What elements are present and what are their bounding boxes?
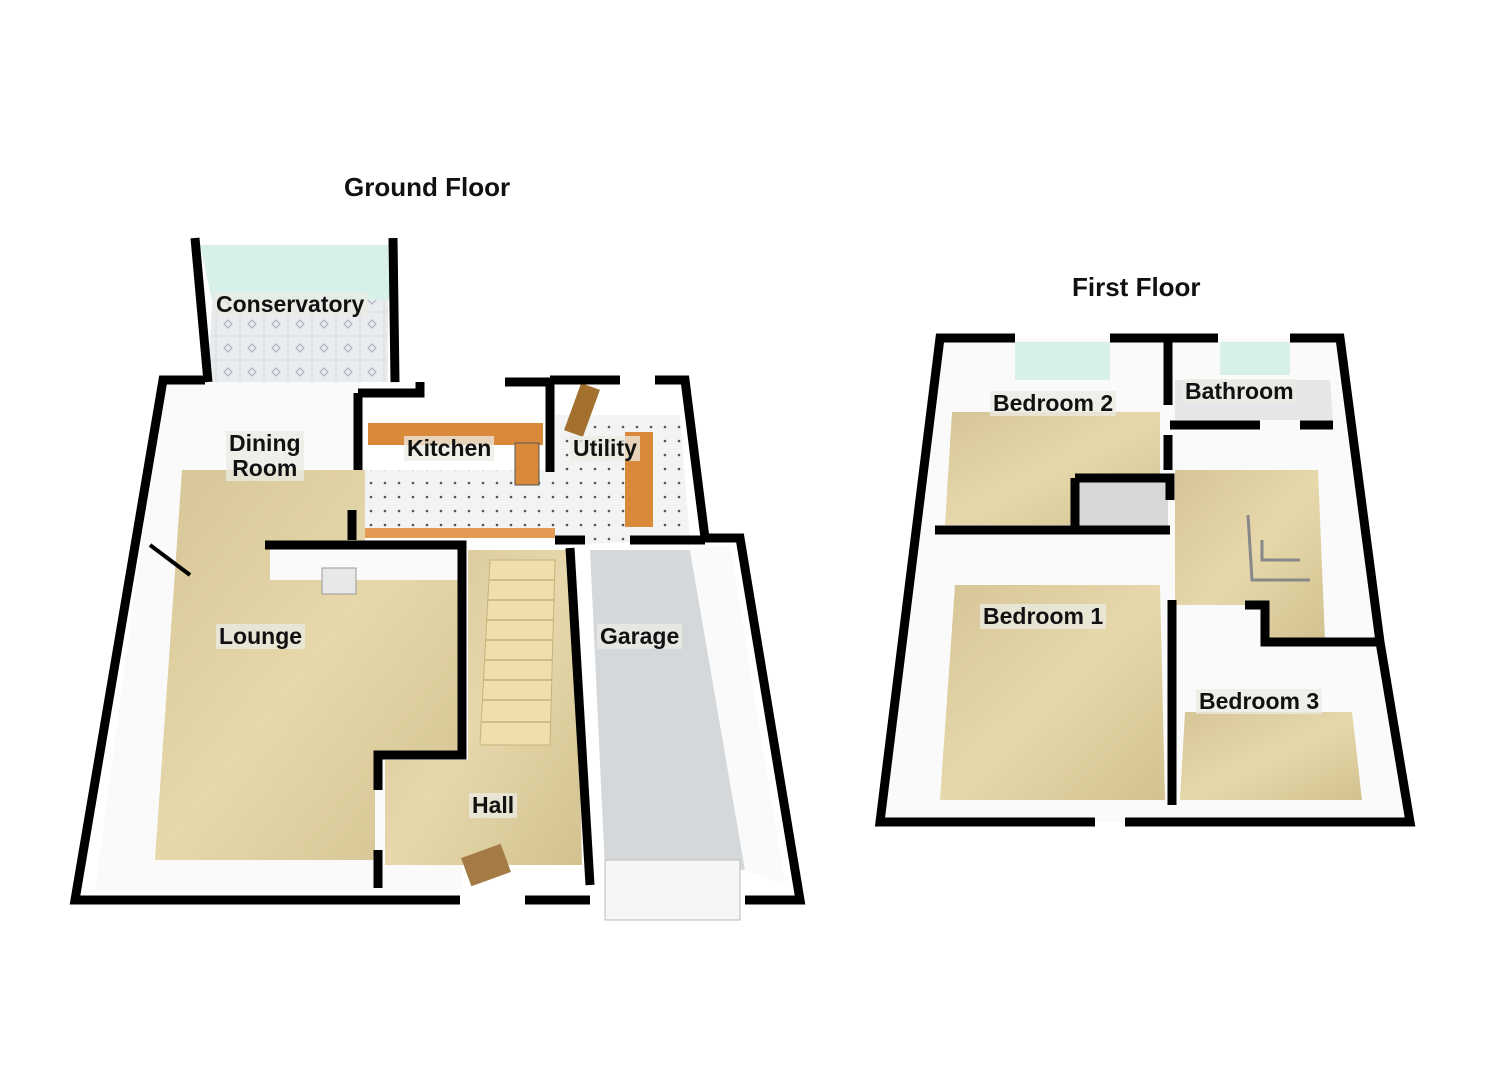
room-label-dining-room: Dining Room <box>226 431 304 481</box>
cupboard <box>1078 482 1168 528</box>
ground-floor-title: Ground Floor <box>344 172 511 202</box>
room-label-conservatory: Conservatory <box>213 292 368 317</box>
room-label-bedroom-3: Bedroom 3 <box>1196 689 1323 714</box>
garage-door <box>604 859 741 921</box>
room-label-bathroom: Bathroom <box>1182 379 1297 404</box>
bedroom-3-carpet <box>1180 712 1362 800</box>
lounge-carpet <box>155 470 460 860</box>
ground-floor-walls <box>69 237 806 905</box>
room-label-bedroom-1: Bedroom 1 <box>980 604 1107 629</box>
room-label-garage: Garage <box>597 624 683 649</box>
room-label-lounge: Lounge <box>216 624 306 649</box>
room-label-bedroom-2: Bedroom 2 <box>990 391 1117 416</box>
conservatory-glass <box>200 245 392 300</box>
garage-wall-face <box>690 545 785 885</box>
bedroom-2-glass <box>1015 342 1110 380</box>
kitchen-worktop-bottom <box>365 528 555 538</box>
staircase <box>479 559 556 746</box>
room-label-kitchen: Kitchen <box>404 436 495 461</box>
front-door <box>461 843 511 887</box>
hob-icon <box>514 442 540 486</box>
room-label-utility: Utility <box>570 436 640 461</box>
conservatory-floor <box>208 300 388 382</box>
fireplace-icon <box>321 567 357 595</box>
first-floor-walls <box>874 333 1416 827</box>
bathroom-glass <box>1220 342 1290 375</box>
bedroom-1-carpet <box>940 585 1165 800</box>
room-label-hall: Hall <box>469 793 518 818</box>
utility-back-door <box>564 383 600 437</box>
first-floor-title: First Floor <box>1072 272 1201 302</box>
stair-banister <box>1246 514 1310 582</box>
first-floor-plan <box>874 333 1416 827</box>
kitchen-floor <box>365 470 555 535</box>
ground-floor-plan <box>69 237 806 921</box>
